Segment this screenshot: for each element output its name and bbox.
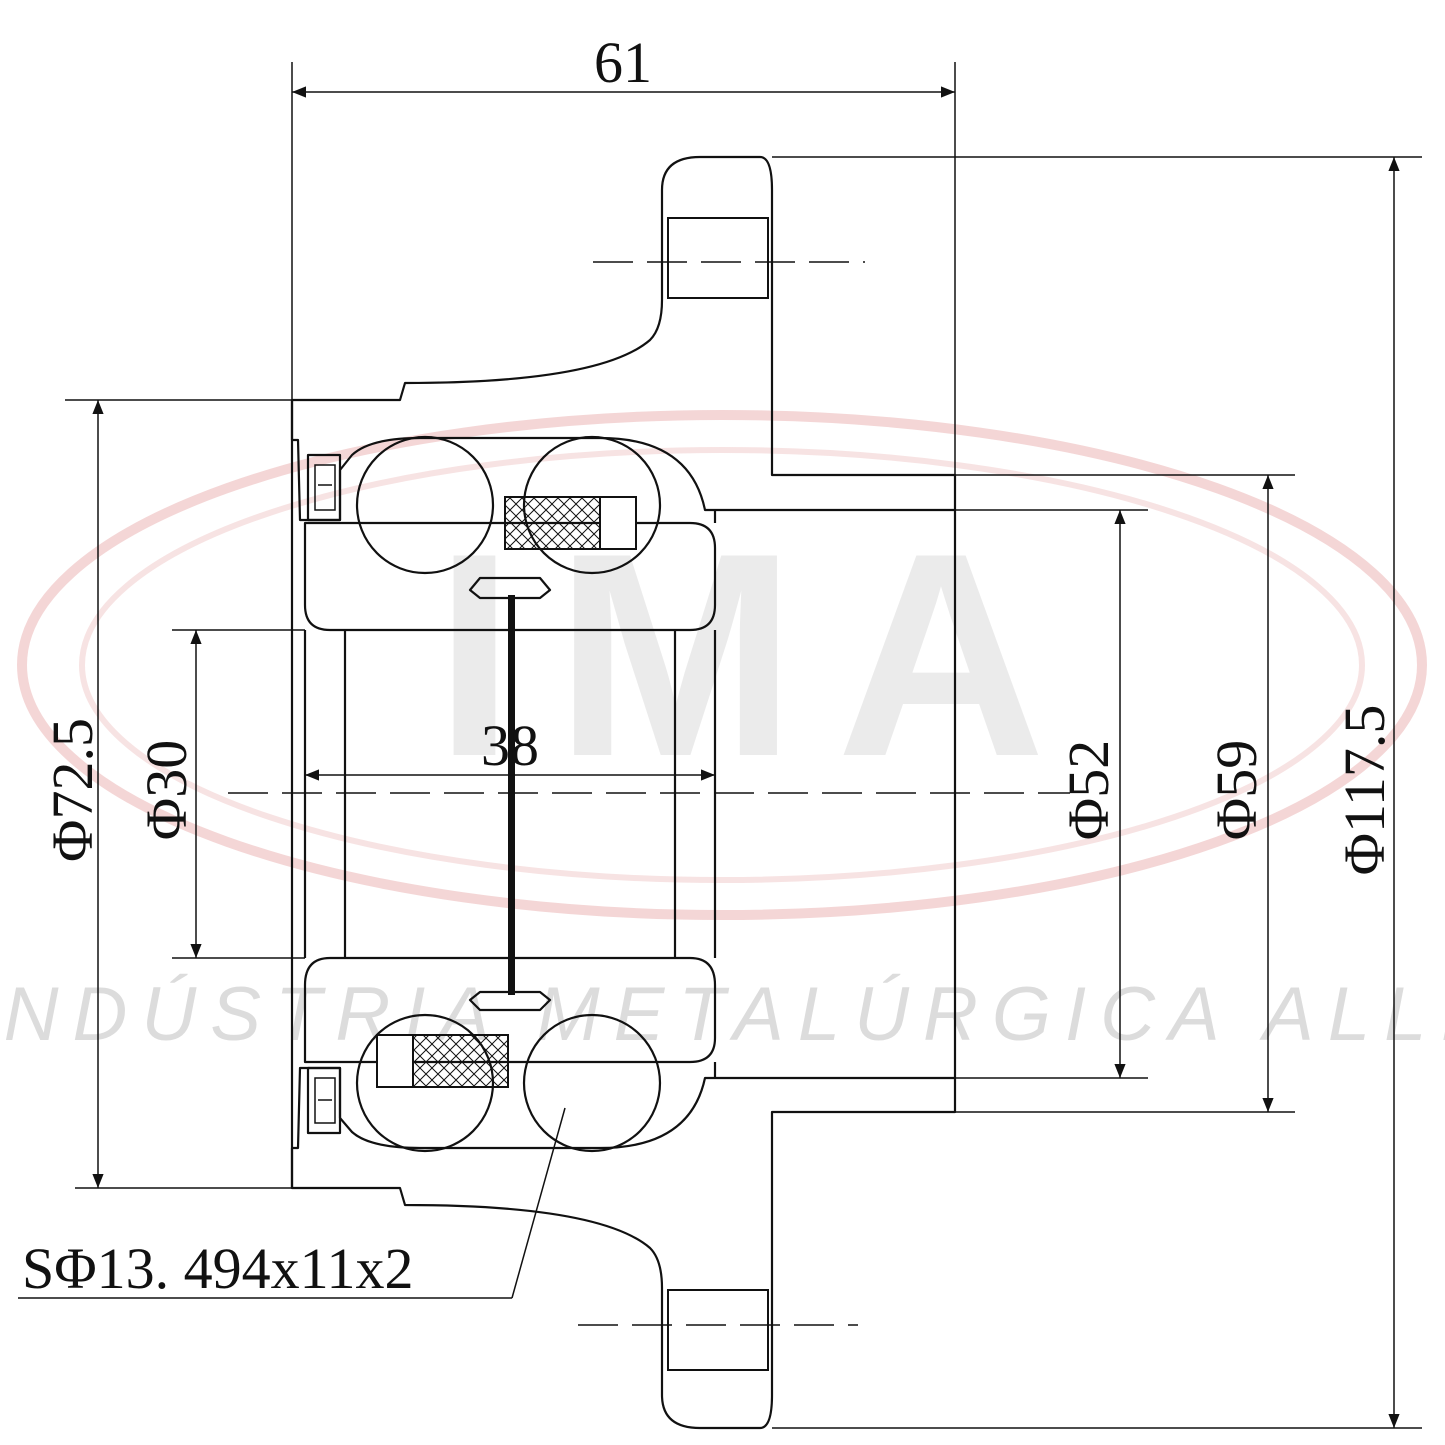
cage [599, 496, 637, 550]
rolling-elements [306, 435, 662, 1153]
dim-inner-ring-width: 38 [481, 713, 539, 778]
dim-ball-spec: SΦ13. 494x11x2 [22, 1236, 414, 1301]
dim-overall-width: 61 [594, 30, 652, 95]
bolt-hole-bottom [667, 1289, 769, 1371]
watermark: IMA INDÚSTRIA METALÚRGICA ALLI [0, 410, 1445, 1057]
outer-ring-section [290, 155, 957, 1430]
flange-bottom [290, 1066, 957, 1430]
dim-flange: Φ117.5 [1332, 705, 1397, 876]
inner-rings [303, 521, 717, 1064]
inner-ring-bottom [303, 956, 717, 1064]
dimension-lines [18, 86, 1400, 1428]
dimension-labels: 61 38 Φ72.5 Φ30 Φ52 Φ59 Φ117.5 SΦ13. 494… [22, 30, 1397, 1301]
cage [412, 1034, 509, 1088]
watermark-company: INDÚSTRIA METALÚRGICA ALLI [0, 972, 1445, 1057]
seal-top [306, 453, 342, 522]
seal-bottom [306, 1066, 342, 1135]
ball [355, 435, 495, 575]
dim-bore: Φ30 [134, 740, 199, 840]
axis-lines [228, 261, 1070, 1326]
cage [376, 1034, 414, 1088]
ball [522, 1013, 662, 1153]
flange-top [290, 155, 957, 522]
dim-pilot: Φ52 [1056, 740, 1121, 840]
watermark-ring-outer [17, 410, 1427, 920]
bore-outline [290, 400, 957, 1188]
bolt-hole-top [667, 217, 769, 299]
dim-hub: Φ59 [1204, 740, 1269, 840]
cage [504, 496, 601, 550]
inner-ring-top [303, 521, 717, 632]
dim-bolt-circle: Φ72.5 [40, 718, 105, 862]
watermark-ring-inner [79, 447, 1365, 883]
extension-lines [65, 62, 1422, 1429]
